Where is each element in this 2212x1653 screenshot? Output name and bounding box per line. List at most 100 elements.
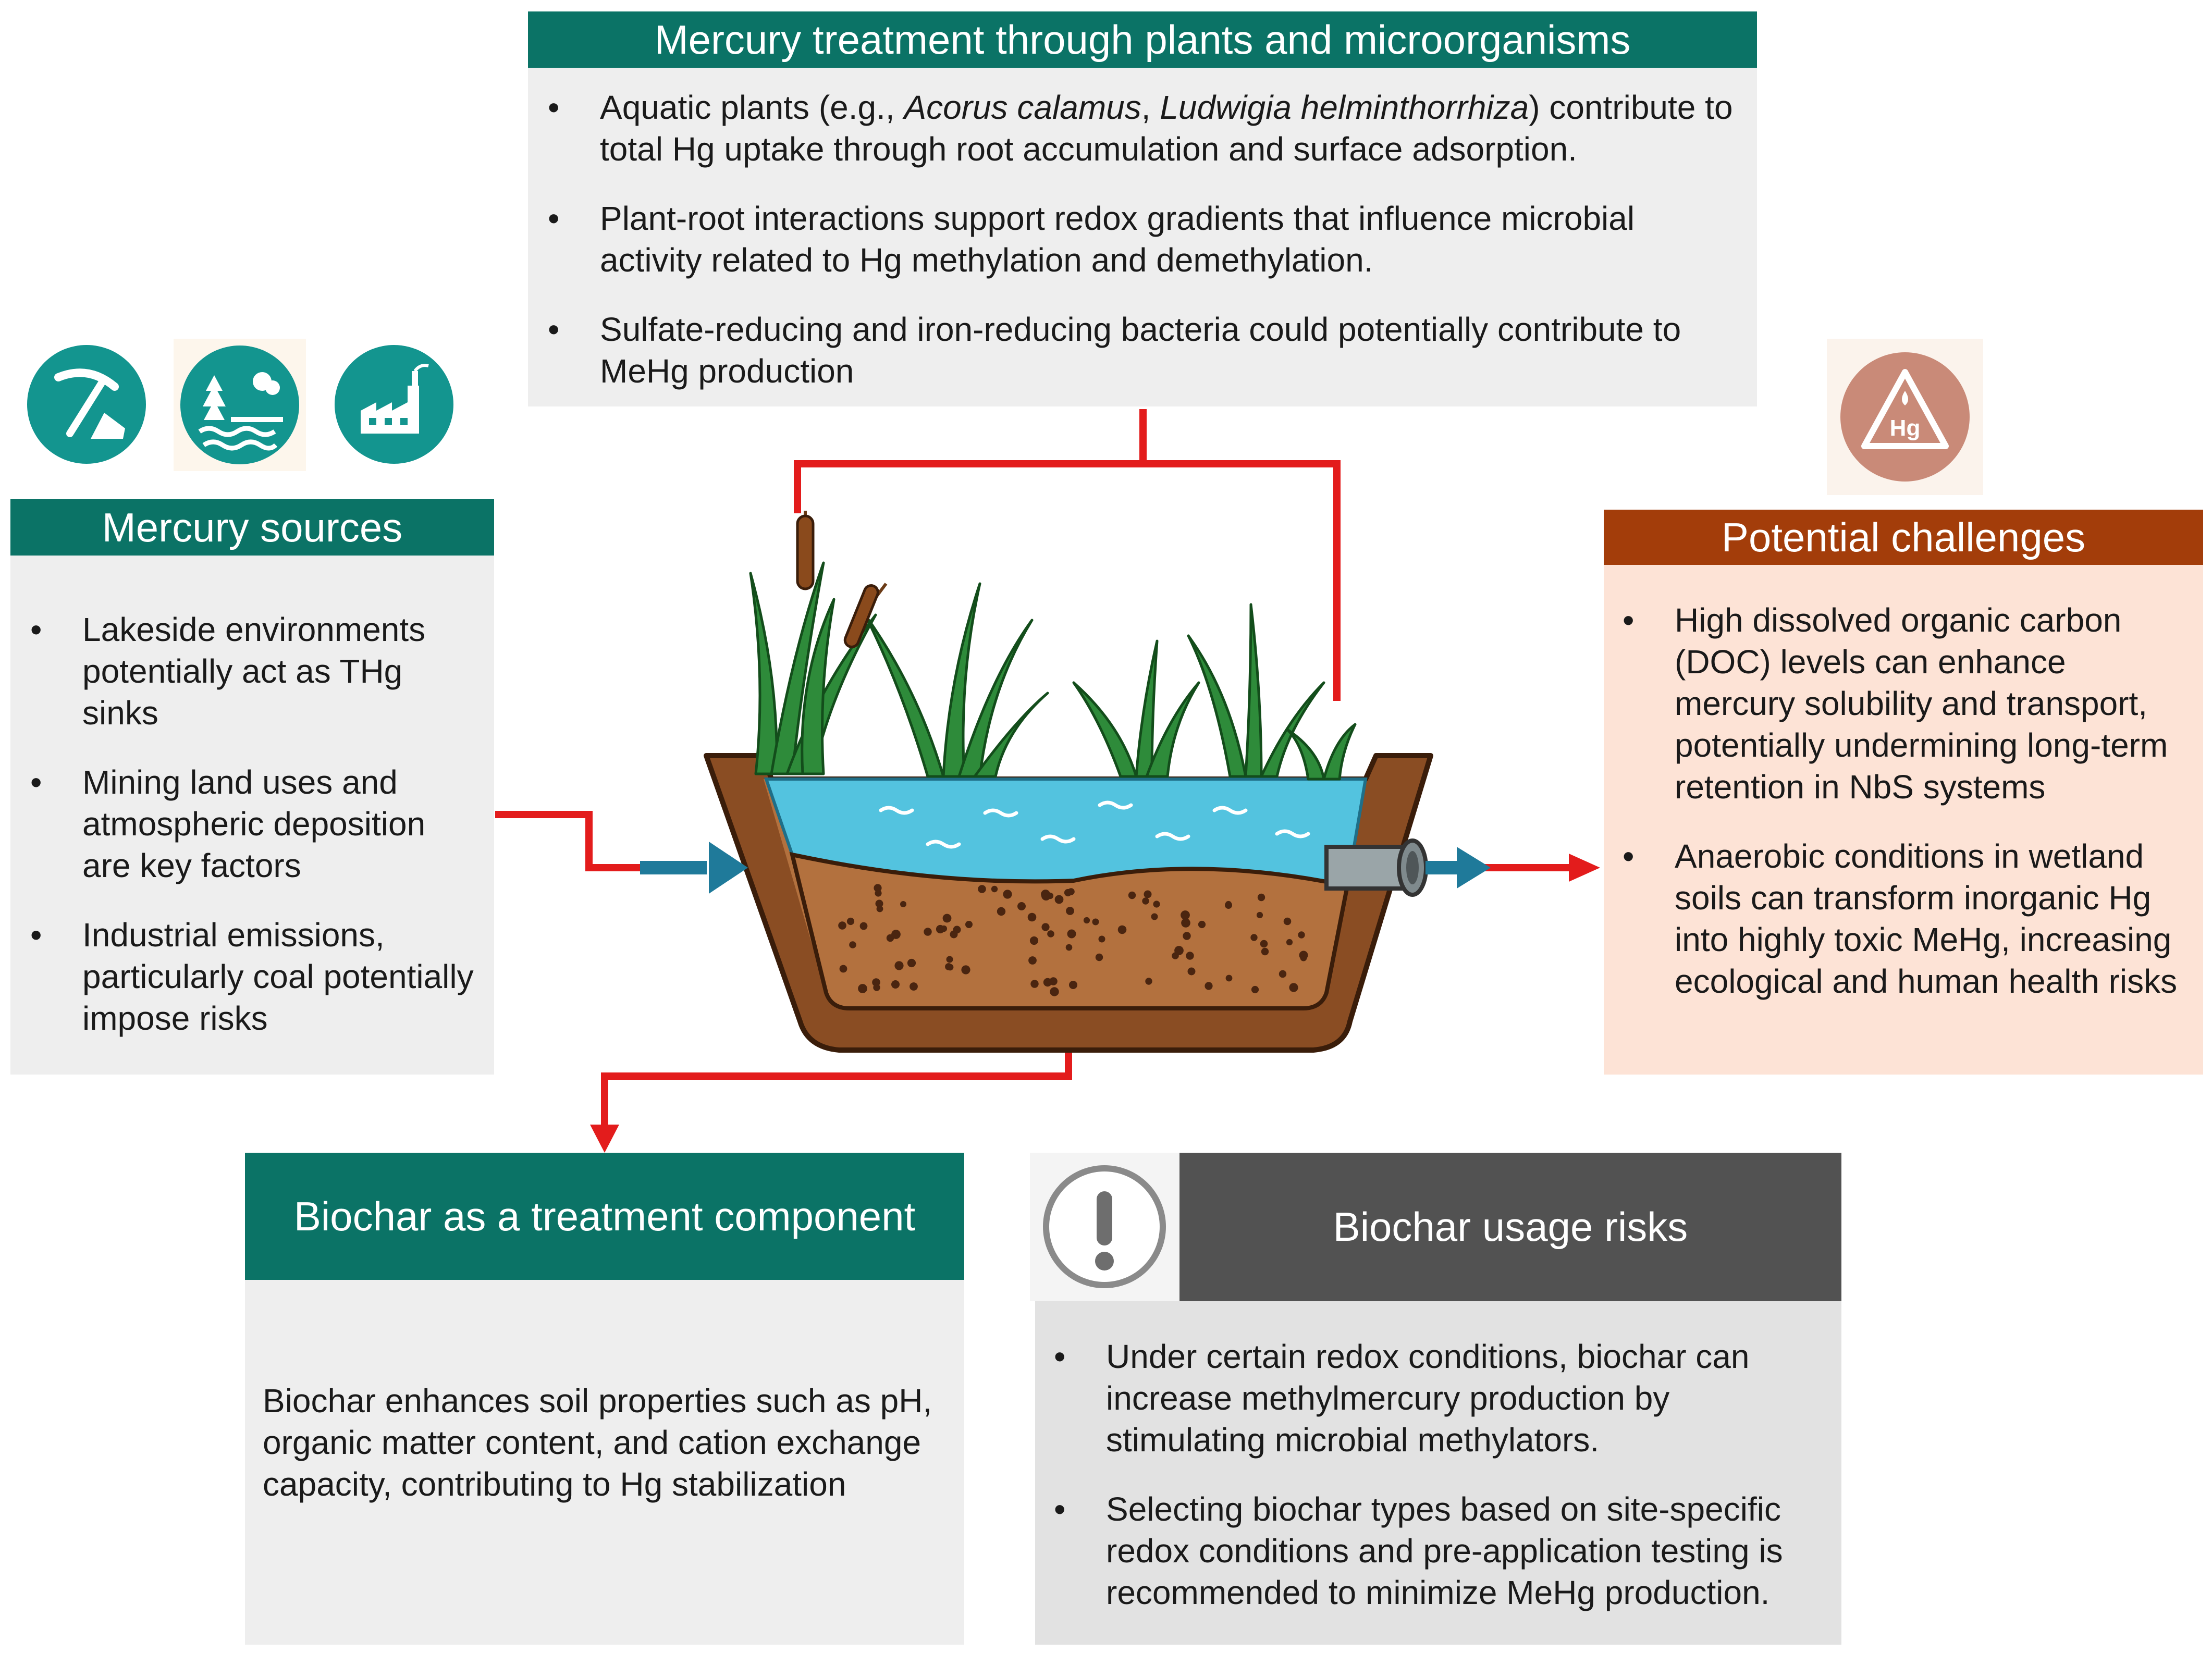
soil-particle: [1225, 902, 1232, 909]
soil-particle: [1064, 889, 1072, 897]
warning-icon: [1043, 1165, 1166, 1288]
bullet-text: Lakeside environments potentially act as…: [82, 611, 426, 732]
bullet-text: Industrial emissions, particularly coal …: [82, 916, 474, 1037]
soil-particle: [1181, 910, 1190, 920]
soil-particle: [900, 901, 906, 907]
soil-particle: [1041, 890, 1050, 899]
biochar-header: Biochar as a treatment component: [245, 1153, 964, 1280]
soil-particle: [997, 907, 1006, 916]
bullet-text: ) contribute to total Hg uptake through …: [600, 89, 1733, 168]
soil-particle: [1043, 978, 1052, 987]
treatment-bullet: Plant-root interactions support redox gr…: [548, 198, 1736, 281]
sources-bullet-list: Lakeside environments potentially act as…: [30, 609, 478, 1039]
soil-particle: [873, 984, 880, 991]
soil-particle: [872, 978, 880, 986]
mining-icon: [27, 345, 146, 464]
soil-particle: [1030, 980, 1039, 988]
challenges-panel: High dissolved organic carbon (DOC) leve…: [1604, 565, 2203, 1075]
soil-particle: [1186, 952, 1194, 960]
soil-particle: [1300, 954, 1307, 961]
soil-particle: [839, 965, 847, 973]
soil-particle: [1050, 987, 1059, 996]
cattails: [796, 511, 888, 648]
soil-particle: [1092, 918, 1099, 926]
biochar-body: Biochar enhances soil properties such as…: [263, 1382, 932, 1503]
sources-bullet: Lakeside environments potentially act as…: [30, 609, 478, 734]
challenges-bullet: Anaerobic conditions in wetland soils ca…: [1623, 835, 2193, 1002]
soil-particle: [1128, 891, 1136, 899]
soil-particle: [940, 925, 948, 932]
treatment-panel: Aquatic plants (e.g., Acorus calamus, Lu…: [528, 68, 1757, 406]
soil-particle: [942, 914, 952, 923]
soil-particle: [1098, 935, 1105, 943]
soil-particle: [1067, 929, 1076, 939]
soil-particle: [1257, 893, 1265, 902]
soil-particle: [1142, 897, 1149, 905]
arrowhead-to-challenges: [1569, 854, 1600, 882]
soil-particle: [1174, 946, 1184, 955]
soil-particle: [1144, 890, 1152, 898]
risks-bullet-list: Under certain redox conditions, biochar …: [1054, 1336, 1821, 1613]
soil-particle: [875, 899, 883, 908]
soil-particle: [946, 956, 953, 963]
soil-particle: [1225, 974, 1233, 982]
soil-particle: [886, 934, 894, 942]
treatment-bullet: Sulfate-reducing and iron-reducing bacte…: [548, 309, 1736, 392]
soil-particle: [875, 890, 882, 897]
soil-particle: [859, 922, 868, 930]
soil-particle: [1003, 890, 1012, 899]
wetland-basin: [704, 753, 1433, 1053]
soil-particle: [1117, 925, 1127, 934]
soil-particle: [894, 961, 904, 970]
soil-particle: [965, 921, 973, 928]
lakeside-icon-frame: [174, 339, 306, 471]
soil-particle: [1183, 932, 1191, 940]
soil-particle: [978, 885, 986, 893]
soil-particle: [1250, 934, 1258, 941]
lakeside-icon: [180, 346, 299, 464]
bullet-text: Mining land uses and atmospheric deposit…: [82, 763, 426, 884]
soil-particle: [1069, 981, 1077, 989]
soil-particle: [1041, 923, 1050, 931]
soil-particle: [924, 928, 932, 936]
soil-particle: [1256, 911, 1263, 919]
soil-particle: [953, 926, 961, 934]
sources-panel: Lakeside environments potentially act as…: [10, 556, 494, 1075]
mercury-hazard-icon: Hg: [1840, 352, 1970, 482]
outflow-arrow: [1425, 847, 1491, 889]
soil-particle: [1260, 940, 1268, 948]
soil-particle: [1066, 907, 1074, 915]
soil-particle: [1017, 902, 1026, 910]
soil-particle: [1251, 985, 1259, 994]
soil-particle: [1151, 913, 1158, 920]
challenges-bullet: High dissolved organic carbon (DOC) leve…: [1623, 599, 2193, 808]
soil-particle: [1027, 912, 1037, 922]
treatment-bullet-list: Aquatic plants (e.g., Acorus calamus, Lu…: [548, 87, 1736, 392]
hazard-label: Hg: [1890, 415, 1921, 441]
soil-particle: [846, 917, 855, 926]
challenges-title: Potential challenges: [1721, 514, 2086, 560]
soil-particle: [849, 941, 856, 948]
soil-particle: [1283, 917, 1292, 926]
soil-particles: [838, 884, 1308, 996]
soil-particle: [907, 958, 916, 968]
soil-particle: [1083, 917, 1090, 924]
bullet-text: Sulfate-reducing and iron-reducing bacte…: [600, 311, 1681, 390]
soil-particle: [1298, 931, 1305, 939]
soil-particle: [1047, 930, 1054, 937]
species-name: Ludwigia helminthorrhiza: [1160, 89, 1529, 126]
treatment-header: Mercury treatment through plants and mic…: [528, 11, 1757, 68]
soil-particle: [1181, 918, 1190, 928]
sources-bullet: Mining land uses and atmospheric deposit…: [30, 761, 478, 886]
soil-particle: [991, 885, 998, 893]
treatment-bullet: Aquatic plants (e.g., Acorus calamus, Lu…: [548, 87, 1736, 170]
bullet-text: Under certain redox conditions, biochar …: [1106, 1338, 1750, 1459]
risks-title: Biochar usage risks: [1333, 1204, 1688, 1250]
risks-panel: Under certain redox conditions, biochar …: [1035, 1301, 1841, 1645]
wetland-plants: [749, 561, 1357, 781]
soil-particle: [910, 982, 918, 991]
soil-particle: [1289, 983, 1298, 992]
soil-particle: [858, 984, 867, 993]
soil-particle: [1198, 920, 1206, 929]
